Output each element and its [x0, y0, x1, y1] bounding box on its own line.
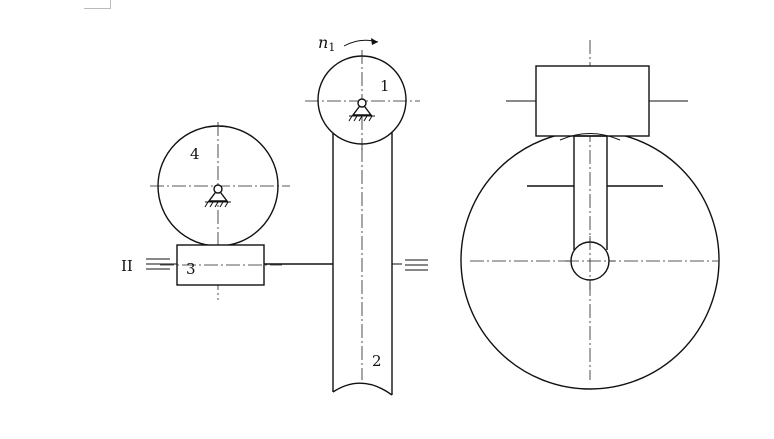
worm-3-label: 3 [186, 260, 196, 278]
worm-2-label: 2 [372, 352, 382, 370]
gear-4 [150, 122, 290, 300]
gear-4-bearing-icon [204, 184, 231, 208]
shaft-end-icon [392, 259, 428, 271]
gear-1 [305, 50, 420, 150]
shaft-ii-label: II [121, 257, 133, 275]
gear-1-label: 1 [380, 77, 390, 95]
side-view-worm [535, 65, 650, 137]
shaft-ii-icon [146, 258, 177, 270]
gear-1-bearing-icon [348, 98, 375, 122]
page-corner-mark [84, 0, 111, 9]
gear-4-label: 4 [190, 145, 200, 163]
rotation-arrow-icon [343, 38, 379, 47]
side-view [460, 40, 720, 390]
speed-label: n1 [318, 33, 335, 54]
worm-3 [160, 244, 282, 286]
